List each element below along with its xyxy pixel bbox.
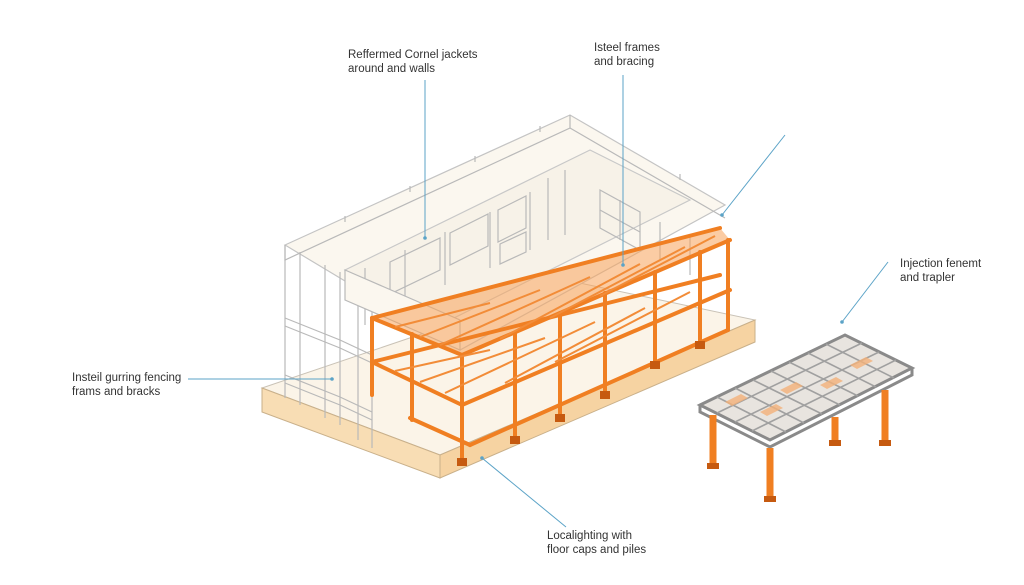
label-line: around and walls [348, 63, 435, 75]
label-line: frams and bracks [72, 386, 161, 398]
label-line: and trapler [900, 272, 955, 284]
injection-grid-table [696, 333, 916, 502]
label-line: Localighting with [547, 530, 633, 542]
label-fencing: Insteil gurring fencing frams and bracks [72, 371, 181, 399]
label-line: Isteel frames [594, 42, 660, 54]
label-line: floor caps and piles [547, 544, 647, 556]
label-lighting: Localighting with floor caps and piles [547, 529, 646, 557]
label-line: and bracing [594, 56, 655, 68]
label-line: Reffermed Cornel jackets [348, 49, 478, 61]
label-line: Injection fenemt [900, 258, 982, 270]
label-steel-frames: Isteel frames and bracing [594, 41, 660, 69]
label-cornel-jackets: Reffermed Cornel jackets around and wall… [348, 48, 478, 76]
label-line: Insteil gurring fencing [72, 372, 182, 384]
label-injection: Injection fenemt and trapler [900, 257, 981, 285]
steel-frame-retrofit [370, 226, 732, 466]
leader-lines [188, 75, 889, 528]
